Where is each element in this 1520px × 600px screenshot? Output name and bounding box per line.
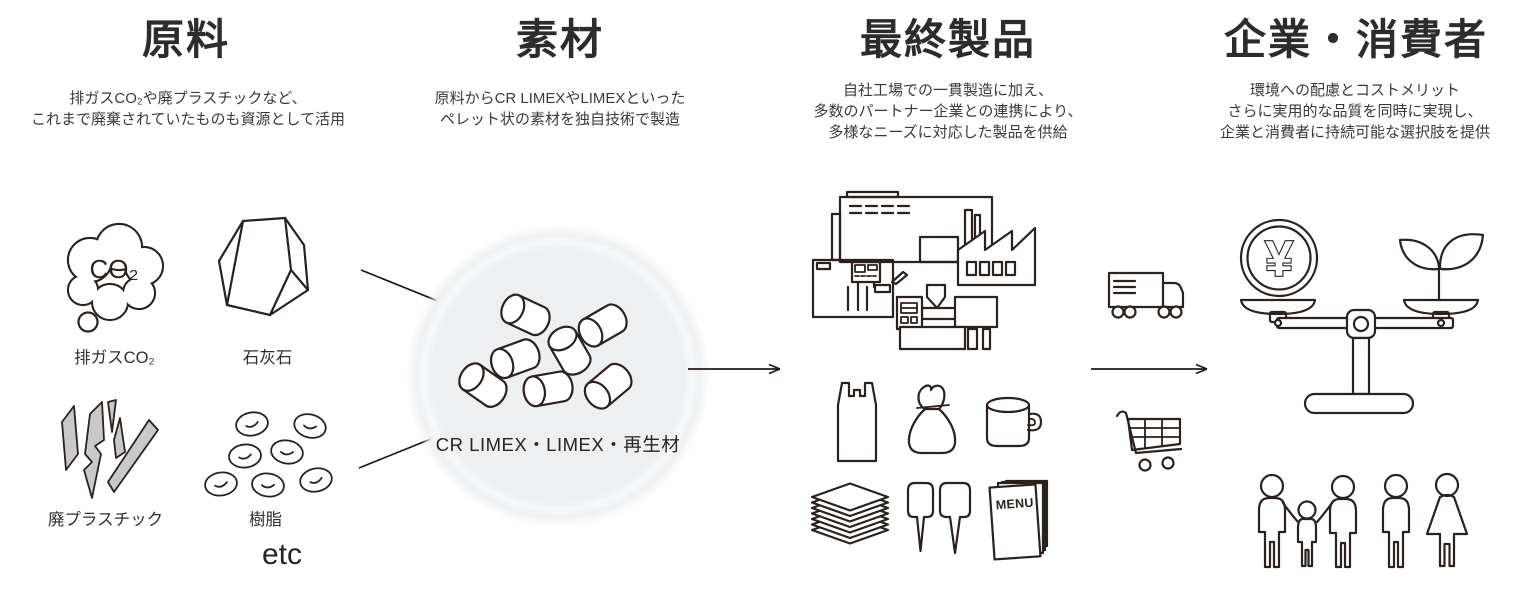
label-limestone: 石灰石 bbox=[242, 349, 293, 367]
co2-cloud-icon: CO₂ bbox=[66, 222, 165, 333]
factory-icon bbox=[811, 190, 1037, 351]
family-icon bbox=[1257, 473, 1358, 569]
desc-line: 多数のパートナー企業との連携により、 bbox=[813, 103, 1083, 120]
people-icon bbox=[1257, 472, 1469, 569]
desc-line: 排ガスCO₂や廃プラスチックなど、 bbox=[69, 90, 307, 107]
sheet-stack-icon bbox=[810, 482, 890, 545]
desc-line: 原料からCR LIMEXやLIMEXといった bbox=[434, 90, 686, 107]
truck-icon bbox=[1107, 271, 1185, 319]
limestone-icon bbox=[217, 216, 310, 317]
sprout-icon bbox=[1398, 233, 1485, 302]
material-pellets-label: CR LIMEX・LIMEX・再生材 bbox=[435, 434, 681, 455]
desc-line: 自社工場での一貫製造に加え、 bbox=[842, 82, 1053, 99]
menu-book-icon: MENU bbox=[988, 479, 1049, 561]
resin-pellets-icon bbox=[204, 411, 333, 498]
desc-line: 企業と消費者に持続可能な選択肢を提供 bbox=[1219, 124, 1490, 141]
flow-arrow-material-to-products bbox=[688, 363, 781, 375]
column-title-companies-consumers: 企業・消費者 bbox=[1223, 16, 1488, 63]
waste-plastic-icon bbox=[61, 399, 159, 499]
label-resin: 樹脂 bbox=[249, 511, 282, 529]
pellets-icon bbox=[453, 289, 638, 415]
yen-coin-icon bbox=[1239, 218, 1319, 298]
etc-label: etc bbox=[261, 538, 303, 571]
co2-bubble-text: CO₂ bbox=[89, 254, 138, 284]
column-title-material: 素材 bbox=[515, 16, 604, 63]
mug-icon bbox=[985, 396, 1043, 448]
man-icon bbox=[1381, 473, 1411, 569]
desc-line: ペレット状の素材を独自技術で製造 bbox=[439, 111, 680, 128]
label-exhaust-co2: 排ガスCO₂ bbox=[74, 349, 155, 367]
column-title-final-products: 最終製品 bbox=[859, 16, 1036, 63]
balance-scale-icon: ¥ bbox=[1239, 218, 1485, 415]
column-desc-final-products: 自社工場での一貫製造に加え、 多数のパートナー企業との連携により、 多様なニーズ… bbox=[778, 80, 1118, 143]
column-desc-companies-consumers: 環境への配慮とコストメリット さらに実用的な品質を同時に実現し、 企業と消費者に… bbox=[1185, 80, 1520, 143]
woman-icon bbox=[1425, 472, 1469, 568]
sack-icon bbox=[907, 384, 957, 455]
shopping-cart-icon bbox=[1115, 410, 1183, 472]
column-desc-raw-materials: 排ガスCO₂や廃プラスチックなど、 これまで廃棄されていたものも資源として活用 bbox=[16, 88, 360, 130]
desc-line: 環境への配慮とコストメリット bbox=[1249, 82, 1460, 99]
plant-tags-icon bbox=[906, 481, 972, 555]
plastic-bag-icon bbox=[836, 381, 878, 463]
desc-line: これまで廃棄されていたものも資源として活用 bbox=[30, 111, 346, 128]
flow-arrow-products-to-consumers bbox=[1091, 363, 1208, 375]
menu-book-label: MENU bbox=[995, 496, 1034, 513]
desc-line: さらに実用的な品質を同時に実現し、 bbox=[1227, 103, 1483, 120]
column-title-raw-materials: 原料 bbox=[141, 16, 230, 63]
desc-line: 多様なニーズに対応した製品を供給 bbox=[828, 124, 1068, 141]
column-desc-material: 原料からCR LIMEXやLIMEXといった ペレット状の素材を独自技術で製造 bbox=[390, 88, 730, 130]
yen-symbol: ¥ bbox=[1265, 231, 1293, 287]
label-waste-plastic: 廃プラスチック bbox=[47, 511, 164, 529]
